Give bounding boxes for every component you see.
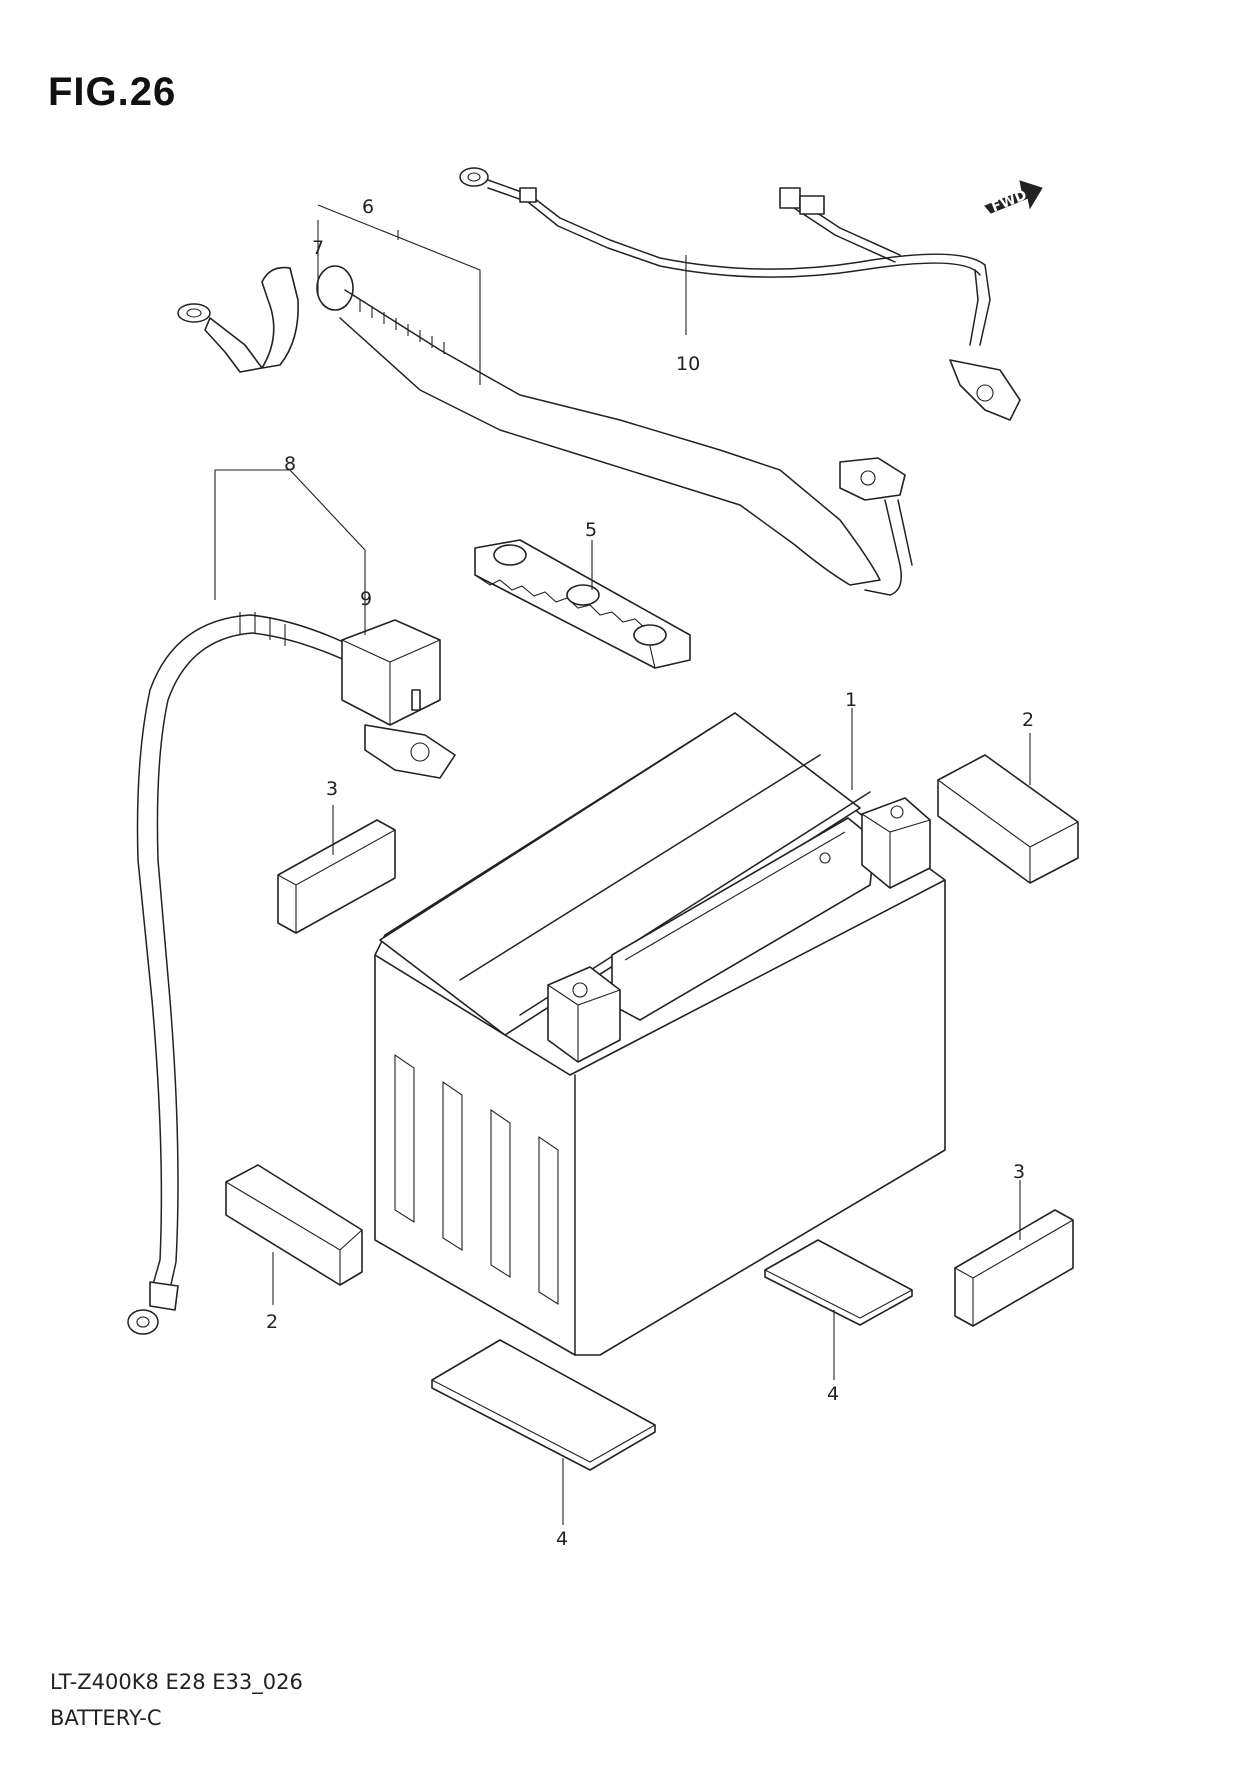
battery xyxy=(374,712,946,1356)
callout-4-right: 4 xyxy=(827,1383,839,1405)
callout-6: 6 xyxy=(362,196,374,218)
callout-9: 9 xyxy=(360,588,372,610)
positive-cable xyxy=(177,265,913,596)
ground-lead xyxy=(459,167,1021,421)
callout-5: 5 xyxy=(585,519,597,541)
callout-2-lower: 2 xyxy=(266,1311,278,1333)
callout-3-upper: 3 xyxy=(326,778,338,800)
pad-upper-right xyxy=(937,754,1079,884)
pad-upper-left xyxy=(277,819,396,934)
pad-lower-left xyxy=(225,1164,363,1286)
footer-figure-name: BATTERY-C xyxy=(50,1706,162,1730)
callout-2-upper: 2 xyxy=(1022,709,1034,731)
leader-lines xyxy=(214,204,1031,1525)
sheet-under-battery xyxy=(764,1239,913,1326)
callout-8: 8 xyxy=(284,453,296,475)
negative-cable xyxy=(127,612,363,1335)
callout-10: 10 xyxy=(676,353,700,375)
callout-3-lower: 3 xyxy=(1013,1161,1025,1183)
pad-lower-right xyxy=(954,1209,1074,1327)
fwd-arrow-icon: FWD xyxy=(984,180,1043,216)
fwd-label: FWD xyxy=(989,187,1029,216)
negative-terminal-cover xyxy=(341,619,456,779)
callout-7: 7 xyxy=(312,237,324,259)
callout-1: 1 xyxy=(845,689,857,711)
sheet-front xyxy=(431,1339,656,1471)
figure-title: FIG.26 xyxy=(48,70,177,114)
footer-model-code: LT-Z400K8 E28 E33_026 xyxy=(50,1670,303,1694)
battery-holder-plate xyxy=(474,539,691,669)
callout-4-left: 4 xyxy=(556,1528,568,1550)
